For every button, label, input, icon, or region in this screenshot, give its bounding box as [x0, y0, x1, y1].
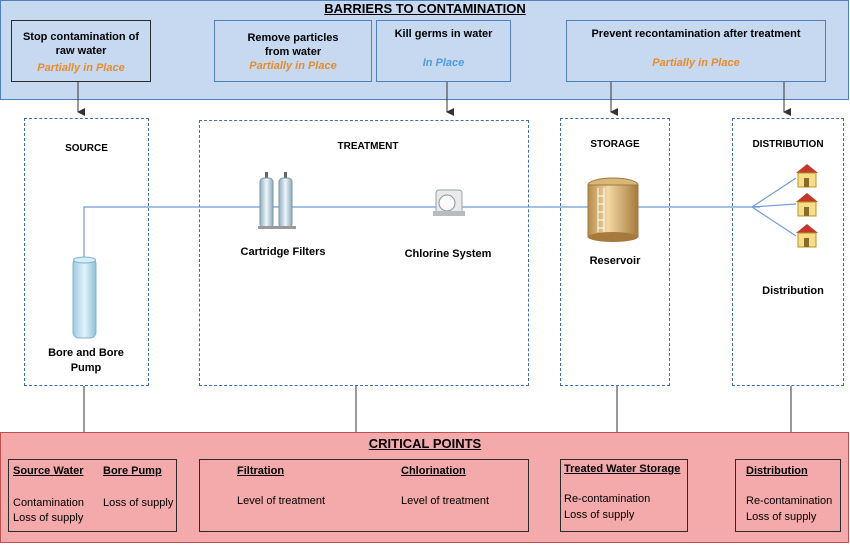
bore-pipe-icon [72, 256, 97, 339]
storage-heading: Treated Water Storage [564, 463, 681, 475]
distribution-item: Loss of supply [746, 511, 817, 523]
barrier-label: Kill germs in water [394, 28, 493, 40]
reservoir-tank-icon [587, 177, 639, 242]
source-water-item: Loss of supply [13, 512, 84, 524]
distribution-heading: Distribution [746, 465, 808, 477]
bore-pump-item: Loss of supply [103, 497, 174, 509]
stage-treatment: TREATMENT [199, 120, 529, 386]
critical-source-box: Source Water Contamination Loss of suppl… [8, 459, 177, 532]
filtration-item: Level of treatment [237, 495, 326, 507]
critical-distribution-box: Distribution Re-contamination Loss of su… [735, 459, 841, 532]
reservoir-label: Reservoir [589, 255, 641, 267]
stage-title: SOURCE [65, 143, 108, 154]
critical-points-title: CRITICAL POINTS [368, 436, 482, 451]
stage-title: TREATMENT [337, 141, 399, 152]
barrier-label: Prevent recontamination after treatment [591, 28, 801, 40]
chlorination-heading: Chlorination [401, 465, 466, 477]
critical-treatment-box: Filtration Level of treatment Chlorinati… [199, 459, 529, 532]
chlorination-item: Level of treatment [401, 495, 490, 507]
storage-item: Re-contamination [564, 493, 651, 505]
source-water-heading: Source Water [13, 465, 84, 477]
distribution-item: Re-contamination [746, 495, 833, 507]
house-icon [796, 193, 818, 217]
source-water-item: Contamination [13, 497, 84, 509]
stage-distribution: DISTRIBUTION [732, 118, 844, 386]
barrier-recontamination: Prevent recontamination after treatment … [566, 20, 826, 82]
barrier-label: Stop contamination of raw water [22, 31, 140, 57]
barrier-status: Partially in Place [37, 62, 125, 74]
cartridge-filter-icon [258, 172, 296, 229]
barrier-status: Partially in Place [652, 57, 740, 69]
house-icon [796, 224, 818, 248]
bore-pump-heading: Bore Pump [103, 465, 162, 477]
barrier-raw-water: Stop contamination of raw water Partiall… [11, 20, 151, 82]
barriers-title: BARRIERS TO CONTAMINATION [324, 1, 526, 16]
stage-title: DISTRIBUTION [752, 139, 824, 150]
bore-label: Bore and Bore Pump [48, 347, 124, 374]
stage-source: SOURCE [24, 118, 149, 386]
chlorine-label: Chlorine System [404, 248, 492, 260]
storage-item: Loss of supply [564, 509, 635, 521]
stage-title: STORAGE [590, 139, 640, 150]
filtration-heading: Filtration [237, 465, 285, 477]
water-pipe [83, 177, 797, 258]
stage-storage: STORAGE [560, 118, 670, 386]
barrier-status: In Place [422, 57, 465, 69]
filters-label: Cartridge Filters [240, 246, 326, 258]
barrier-kill-germs: Kill germs in water In Place [376, 20, 511, 82]
barrier-status: Partially in Place [249, 60, 337, 72]
barrier-arrows [77, 82, 791, 116]
critical-storage-box: Treated Water Storage Re-contamination L… [560, 459, 688, 532]
barrier-label: Remove particles from water [247, 32, 339, 58]
distribution-label: Distribution [762, 285, 824, 297]
barrier-remove-particles: Remove particles from water Partially in… [214, 20, 372, 82]
chlorine-system-icon [433, 189, 465, 216]
house-icon [796, 164, 818, 188]
